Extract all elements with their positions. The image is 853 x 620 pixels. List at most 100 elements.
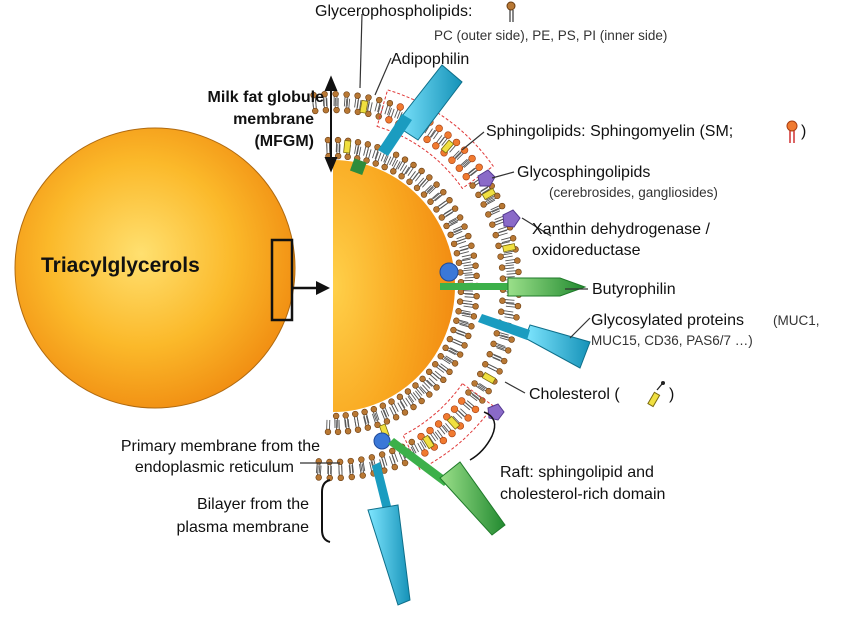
lipid-molecule: [435, 430, 447, 444]
lipid-molecule: [465, 273, 480, 279]
bilayer-label-line1: Bilayer from the: [20, 495, 309, 514]
lipid-molecule: [325, 420, 331, 435]
lipid-molecule: [506, 303, 521, 309]
lipid-molecule: [464, 263, 479, 269]
lipid-molecule: [375, 97, 382, 112]
lipid-molecule: [355, 418, 361, 433]
lipid-molecule: [420, 376, 432, 388]
lipid-molecule: [434, 201, 447, 212]
lipid-molecule: [457, 331, 472, 339]
glycoprotein-right: [525, 325, 590, 368]
lipid-molecule: [406, 162, 417, 176]
lipid-molecule: [397, 394, 407, 408]
raft-label-line2: cholesterol-rich domain: [500, 485, 665, 504]
sphingolipids-close: ): [801, 122, 806, 141]
cholesterol-molecule: [482, 372, 495, 383]
lipid-molecule: [426, 369, 439, 381]
lipid-molecule: [390, 406, 399, 420]
lipid-molecule: [458, 398, 471, 410]
glycosphingolipids-label: Glycosphingolipids: [517, 163, 650, 182]
lipid-molecule: [505, 258, 520, 264]
glycosphingolipid-marker-3: [488, 404, 504, 420]
lipid-molecule: [381, 410, 390, 425]
lipid-molecule: [488, 365, 502, 374]
cholesterol-close: ): [669, 385, 674, 404]
glycosylated-proteins-label: Glycosylated proteins: [591, 311, 744, 330]
lipid-molecule: [499, 265, 514, 271]
lipid-molecule: [506, 269, 521, 275]
cholesterol-glyph-icon: [648, 381, 665, 407]
glycoprotein-bottom: [368, 505, 410, 605]
mfgm-label-line2: membrane: [170, 110, 314, 129]
glycerophospholipids-label: Glycerophospholipids:: [315, 2, 472, 21]
raft-label-line1: Raft: sphingolipid and: [500, 463, 654, 482]
primary-membrane-line1: Primary membrane from the: [20, 437, 320, 456]
lipid-molecule: [382, 156, 391, 170]
lipid-molecule: [389, 399, 399, 413]
lipid-molecule: [456, 259, 471, 265]
sphingolipids-label: Sphingolipids: Sphingomyelin (SM;: [486, 122, 733, 141]
lipid-molecule: [487, 351, 502, 360]
lipid-molecule: [447, 336, 461, 345]
zoom-arrow-head: [316, 281, 330, 295]
lipid-molecule: [439, 364, 452, 375]
bilayer-label-line2: plasma membrane: [20, 518, 309, 537]
xanthine-label-line1: Xanthin dehydrogenase /: [532, 220, 710, 239]
lipid-molecule: [433, 371, 446, 383]
cholesterol-molecule: [441, 140, 453, 153]
lipid-molecule: [386, 108, 395, 123]
bilayer-bracket: [322, 480, 330, 542]
xanthine-oxidoreductase-sphere: [440, 263, 458, 281]
cholesterol-label: Cholesterol (: [529, 385, 620, 404]
glycosylated-detail-2: MUC15, CD36, PAS6/7 …): [591, 333, 753, 349]
butyrophilin-protein-bottom: [440, 462, 505, 535]
triacylglycerols-label: Triacylglycerols: [41, 256, 200, 275]
lipid-molecule: [457, 233, 472, 241]
glycoprotein-top-stem: [378, 114, 412, 156]
lipid-molecule: [498, 253, 513, 259]
raft-bracket: [470, 412, 495, 460]
mfgm-label-line3: (MFGM): [170, 132, 314, 151]
lipid-molecule: [465, 293, 480, 299]
mfgm-label-line1: Milk fat globule: [170, 88, 324, 107]
lipid-molecule: [504, 314, 519, 320]
lipid-molecule: [414, 178, 426, 191]
lipid-molecule: [399, 165, 410, 179]
lipid-molecule: [493, 355, 507, 364]
lipid-molecule: [420, 175, 432, 188]
lipid-molecule: [451, 327, 466, 335]
glycosphingolipid-marker-2: [503, 210, 520, 227]
lipid-molecule: [427, 378, 440, 390]
butyrophilin-label: Butyrophilin: [592, 280, 676, 299]
lipid-molecule: [432, 361, 445, 372]
lipid-molecule: [465, 401, 478, 413]
lipid-molecule: [398, 401, 408, 415]
lipid-molecule: [500, 298, 515, 304]
glycerophospholipid-glyph-icon: [507, 2, 515, 22]
lipid-molecule: [482, 361, 496, 370]
butyrophilin-protein: [508, 278, 585, 296]
lipid-molecule: [439, 210, 453, 220]
cholesterol-molecule: [423, 435, 434, 448]
lipid-molecule: [458, 409, 471, 422]
lipid-molecule: [451, 239, 466, 247]
glycerophospholipids-detail: PC (outer side), PE, PS, PI (inner side): [434, 28, 667, 44]
cholesterol-molecule: [344, 140, 351, 153]
xanthine-label-line2: oxidoreductase: [532, 241, 641, 260]
lipid-molecule: [338, 466, 344, 481]
butyrophilin-stem: [440, 283, 510, 290]
glycosylated-detail-1: (MUC1,: [773, 313, 820, 329]
lipid-molecule: [463, 168, 477, 180]
lipid-molecule: [390, 152, 399, 166]
sphingomyelin-glyph-icon: [787, 121, 797, 143]
lipid-molecule: [407, 171, 418, 184]
lipid-molecule: [501, 235, 516, 242]
xanthine-oxidoreductase-sphere-2: [374, 433, 390, 449]
primary-membrane-line2: endoplasmic reticulum: [20, 458, 294, 477]
glycosphingolipids-detail: (cerebrosides, gangliosides): [549, 185, 718, 201]
lipid-molecule: [462, 253, 477, 260]
adipophilin-label: Adipophilin: [391, 50, 469, 69]
lipid-molecule: [489, 219, 504, 227]
lipid-molecule: [453, 339, 467, 348]
lipid-molecule: [355, 93, 361, 108]
